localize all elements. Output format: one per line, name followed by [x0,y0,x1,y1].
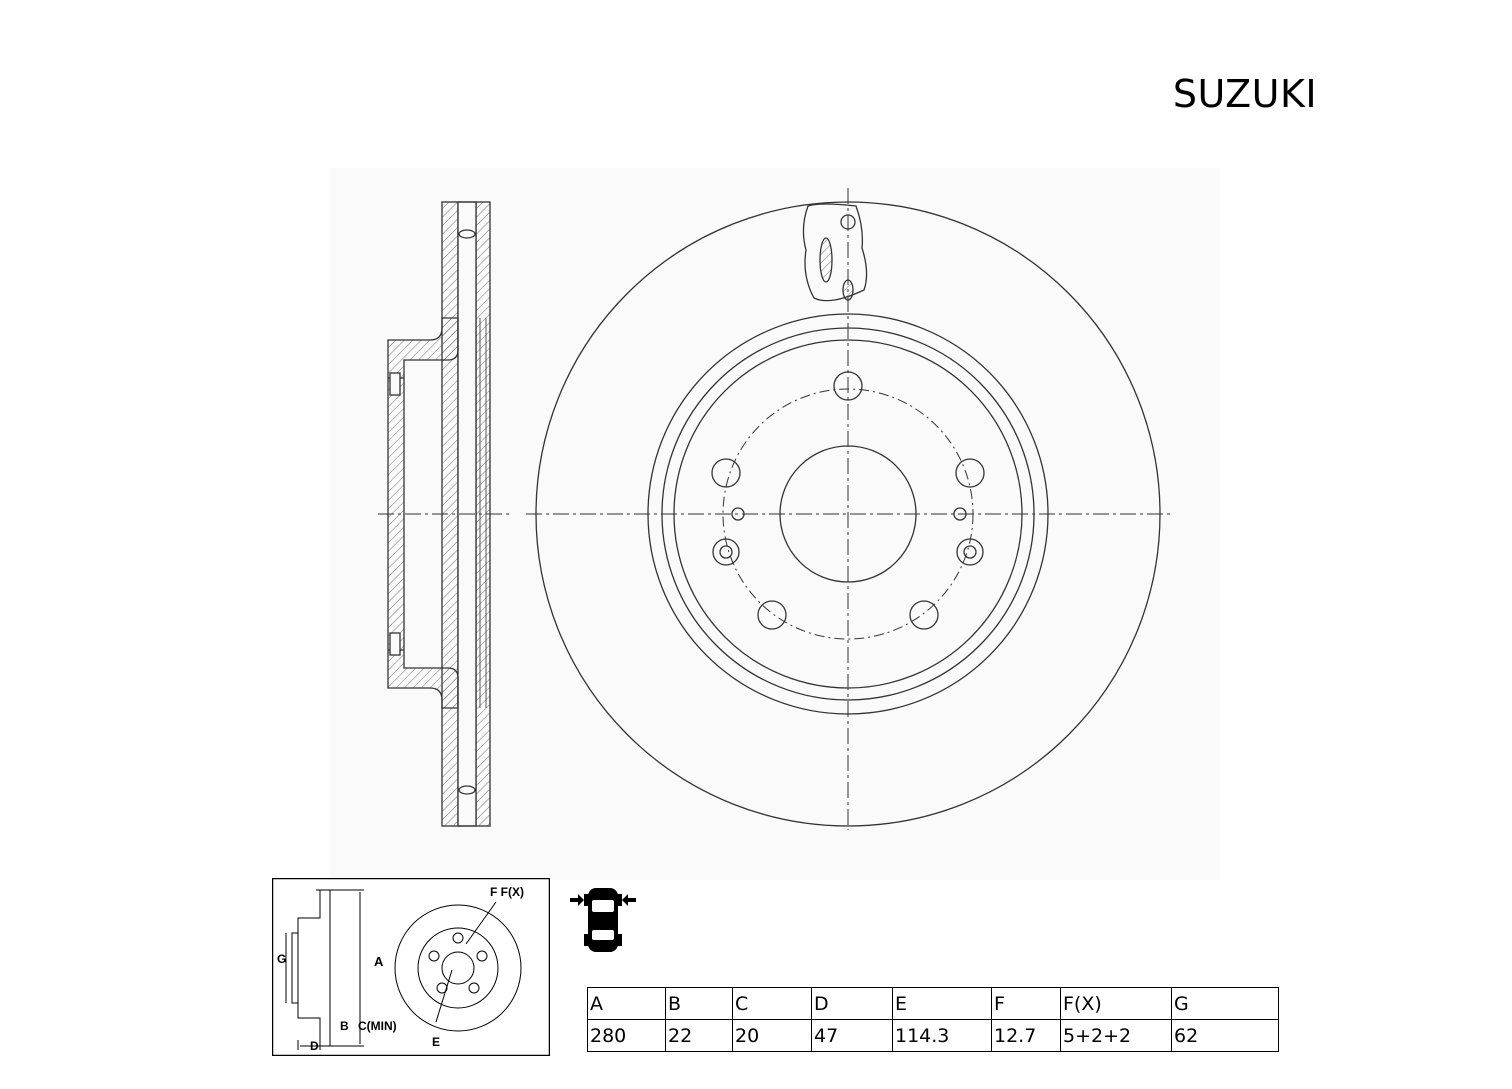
dimension-legend-diagram: A B C(MIN) D E F F(X) G [272,878,550,1056]
spec-header-f: F [991,987,1061,1020]
spec-header-a: A [587,987,666,1020]
spec-value-fx: 5+2+2 [1060,1019,1172,1052]
label-a: A [374,954,384,969]
label-e: E [432,1035,440,1049]
spec-value-row: 280 22 20 47 114.3 12.7 5+2+2 62 [587,1019,1279,1052]
spec-value-g: 62 [1171,1019,1279,1052]
spec-header-g: G [1171,987,1279,1020]
spec-value-a: 280 [587,1019,666,1052]
spec-header-c: C [732,987,812,1020]
spec-header-e: E [892,987,992,1020]
brand-title: SUZUKI [1172,72,1318,116]
spec-header-row: A B C D E F F(X) G [587,987,1279,1020]
spec-value-d: 47 [811,1019,893,1052]
label-f-fx: F F(X) [490,885,524,899]
spec-value-c: 20 [732,1019,812,1052]
spec-table: A B C D E F F(X) G 280 22 20 47 114.3 12… [587,987,1279,1052]
label-c-min: C(MIN) [358,1019,397,1033]
spec-header-fx: F(X) [1060,987,1172,1020]
front-axle-car-icon [570,888,636,952]
label-g: G [277,952,286,966]
brake-disc-drawing [330,168,1220,880]
spec-header-d: D [811,987,893,1020]
label-d: D [310,1039,319,1053]
spec-value-f: 12.7 [991,1019,1061,1052]
spec-value-b: 22 [665,1019,733,1052]
label-b: B [340,1019,349,1033]
spec-header-b: B [665,987,733,1020]
spec-value-e: 114.3 [892,1019,992,1052]
